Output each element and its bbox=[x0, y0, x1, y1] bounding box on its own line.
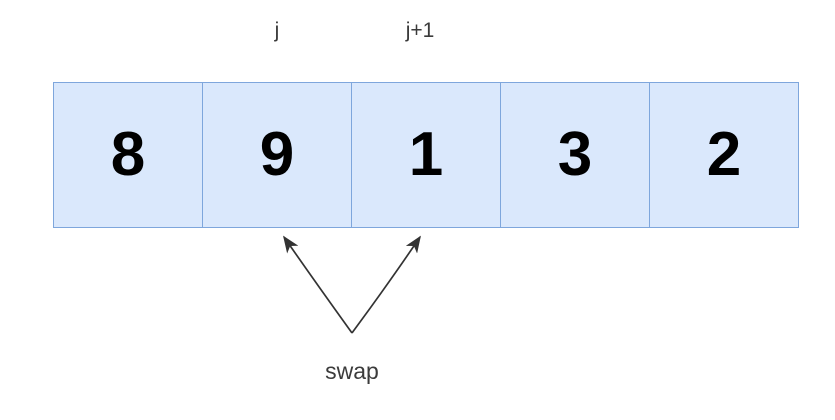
array-cell-value: 9 bbox=[259, 120, 295, 189]
array-cell-value: 1 bbox=[408, 120, 444, 189]
array-cell-3[interactable]: 3 bbox=[501, 83, 650, 227]
index-label-j-plus-1: j+1 bbox=[405, 19, 435, 42]
array-container: 8 9 1 3 2 bbox=[53, 82, 799, 228]
array-cell-2[interactable]: 1 bbox=[352, 83, 501, 227]
swap-label: swap bbox=[325, 358, 379, 384]
array-cell-0[interactable]: 8 bbox=[54, 83, 203, 227]
array-cell-value: 3 bbox=[557, 120, 593, 189]
swap-arrow-right bbox=[351, 235, 421, 334]
swap-arrow-left bbox=[283, 235, 353, 334]
index-label-j: j bbox=[274, 19, 280, 42]
array-cell-1[interactable]: 9 bbox=[203, 83, 352, 227]
array-cell-value: 2 bbox=[706, 120, 742, 189]
array-cell-value: 8 bbox=[110, 120, 146, 189]
array-cell-4[interactable]: 2 bbox=[650, 83, 798, 227]
